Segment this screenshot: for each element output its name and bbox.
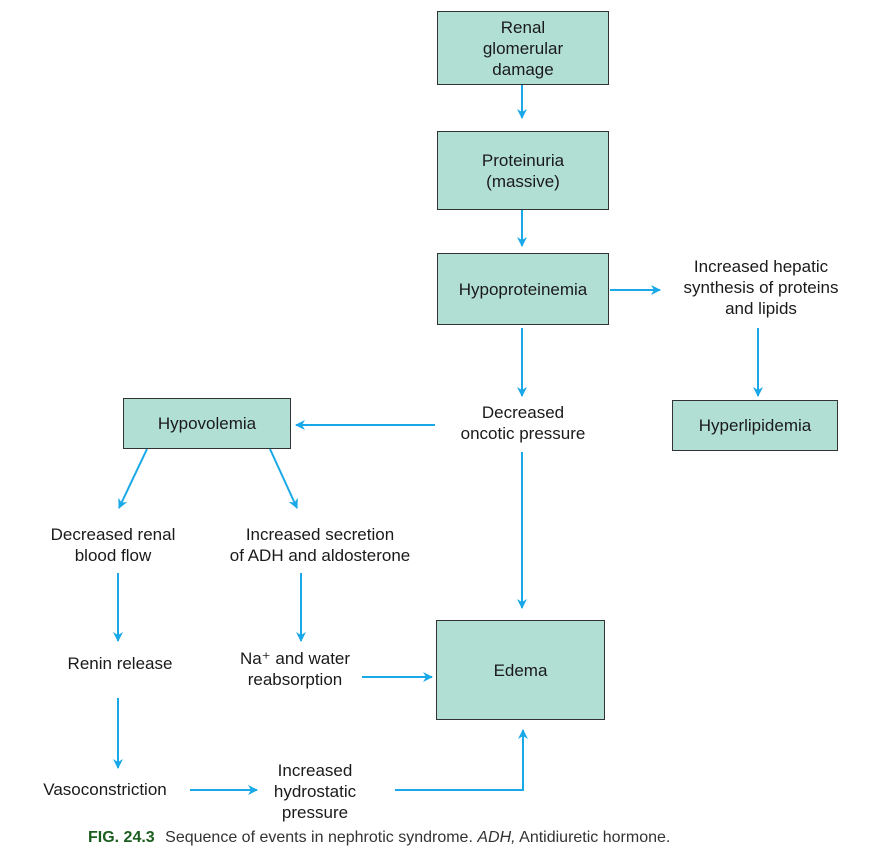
arrow-hypovolemia-to-adh [269,448,298,509]
node-renal-damage: Renal glomerular damage [437,11,609,85]
node-na-water: Na⁺ and water reabsorption [239,649,351,689]
node-label: Hypoproteinemia [458,279,588,299]
node-proteinuria: Proteinuria (massive) [437,131,609,210]
node-edema: Edema [436,620,605,720]
node-label: Hypovolemia [157,414,257,433]
node-adh-secretion: Increased secretion of ADH and aldostero… [229,525,411,565]
arrow-hypovolemia-to-renal-flow [118,448,148,509]
caption-abbr-def: Antidiuretic hormone. [519,829,671,846]
node-label: Proteinuria (massive) [481,150,565,191]
node-oncotic-pressure: Decreased oncotic pressure [460,403,586,443]
node-renal-blood-flow: Decreased renal blood flow [50,525,176,565]
figure-caption: FIG. 24.3 Sequence of events in nephroti… [88,829,670,847]
node-label: Renal glomerular damage [482,17,564,79]
arrow-hydrostatic-to-edema [395,729,528,791]
node-hyperlipidemia: Hyperlipidemia [672,400,838,451]
node-hypovolemia: Hypovolemia [123,398,291,449]
node-label: Edema [493,660,548,680]
node-hepatic-synthesis: Increased hepatic synthesis of proteins … [683,257,839,318]
caption-label: FIG. 24.3 [88,829,155,846]
node-renin-release: Renin release [67,654,173,673]
node-hydrostatic-pressure: Increased hydrostatic pressure [273,761,357,822]
caption-text: Sequence of events in nephrotic syndrome… [165,829,473,846]
node-hypoproteinemia: Hypoproteinemia [437,253,609,325]
caption-abbr: ADH, [477,829,516,846]
node-label: Hyperlipidemia [698,416,812,435]
node-vasoconstriction: Vasoconstriction [43,780,167,799]
